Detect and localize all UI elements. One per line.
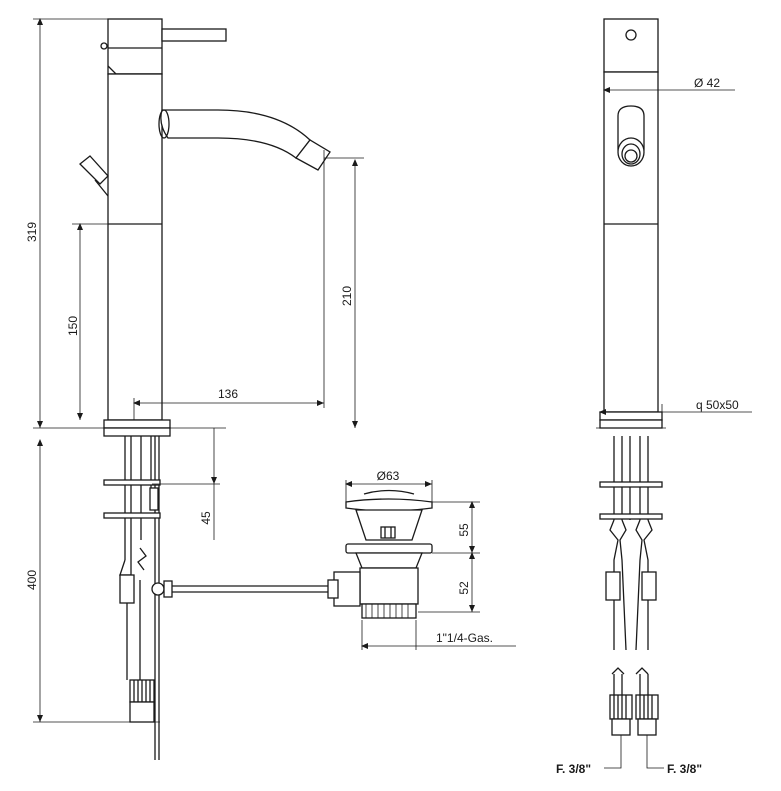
dimension-lines-right — [599, 82, 752, 418]
dim-waste-lower: 52 — [457, 581, 471, 595]
dimension-lines-left — [33, 18, 364, 723]
faucet-side-view — [33, 18, 340, 760]
dim-total-height: 319 — [25, 222, 39, 242]
waste-assembly — [327, 489, 433, 619]
dim-waste-thread: 1"1/4-Gas. — [436, 631, 493, 645]
dim-body-diameter: Ø 42 — [694, 76, 720, 90]
dim-spout-reach: 136 — [218, 387, 238, 401]
dim-base-square: q 50x50 — [696, 398, 739, 412]
dimension-lines-waste — [345, 480, 516, 650]
dim-rod-offset: 45 — [199, 511, 213, 525]
label-hose-left: F. 3/8" — [556, 762, 591, 776]
dim-waste-upper: 55 — [457, 523, 471, 537]
faucet-front-view — [596, 18, 666, 769]
dim-waste-diameter: Ø63 — [377, 469, 400, 483]
dim-spout-height: 210 — [340, 286, 354, 306]
dim-base-height: 150 — [66, 316, 80, 336]
dim-below-deck: 400 — [25, 570, 39, 590]
label-hose-right: F. 3/8" — [667, 762, 702, 776]
